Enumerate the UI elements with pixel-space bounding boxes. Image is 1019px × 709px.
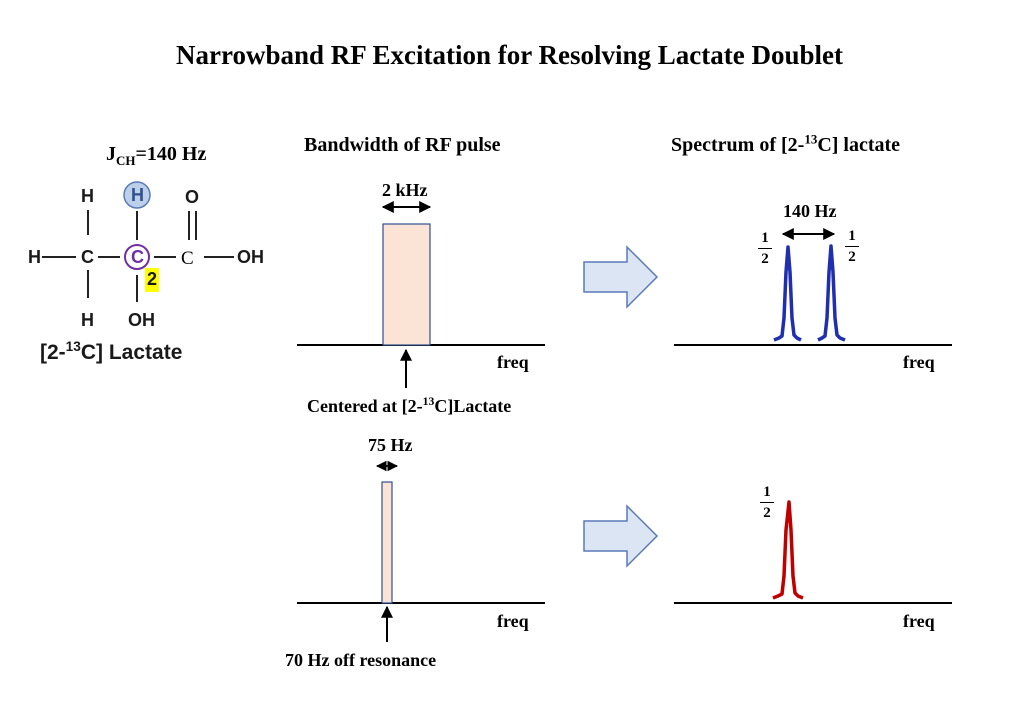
fraction-numerator: 1: [848, 228, 856, 244]
right-peak-fraction: 1 2: [844, 228, 860, 265]
single-peak-fraction: 1 2: [759, 484, 775, 521]
bottom-spectrum-plot: [674, 500, 952, 604]
h-highlight-circle: [123, 181, 151, 209]
atom-h-left: H: [28, 247, 41, 267]
top-rf-pulse-bar: [382, 223, 431, 346]
fraction-bar: [845, 246, 859, 247]
bottom-rf-pulse-plot: [297, 460, 545, 642]
position-label: 2: [147, 269, 158, 289]
single-peak: [772, 500, 804, 600]
molecule-name: [2-13C] Lactate: [40, 339, 183, 364]
doublet-peak-left: [773, 245, 802, 342]
fraction-numerator: 1: [763, 484, 771, 500]
bottom-rf-axis-label: freq: [497, 611, 529, 631]
top-bandwidth-label: 2 kHz: [382, 180, 428, 200]
bottom-offset-label: 70 Hz off resonance: [285, 650, 437, 670]
position-highlight: [145, 268, 159, 292]
doublet-peak-right: [817, 244, 846, 342]
c-highlight-circle: [124, 244, 150, 270]
bottom-spectrum-axis-label: freq: [903, 611, 935, 631]
atom-c-right: C: [181, 248, 194, 269]
top-flow-arrow: [583, 245, 659, 309]
top-spectrum-axis-label: freq: [903, 352, 935, 372]
fraction-bar: [760, 502, 774, 503]
atom-h-top-center: H: [131, 185, 144, 205]
atom-c-center: C: [131, 247, 144, 267]
left-peak-fraction: 1 2: [757, 230, 773, 267]
spectrum-heading: Spectrum of [2-13C] lactate: [671, 131, 901, 156]
bottom-flow-arrow: [583, 504, 659, 568]
rf-heading: Bandwidth of RF pulse: [304, 134, 501, 156]
molecule-bonds: [42, 210, 234, 302]
atom-oh-bottom: OH: [128, 310, 155, 330]
slide-title: Narrowband RF Excitation for Resolving L…: [176, 40, 843, 70]
fraction-bar: [758, 248, 772, 249]
top-rf-axis-label: freq: [497, 352, 529, 372]
fraction-denominator: 2: [761, 251, 769, 267]
atom-h-bottom: H: [81, 310, 94, 330]
coupling-constant: JCH=140 Hz: [106, 143, 207, 168]
top-center-label: Centered at [2-13C]Lactate: [307, 395, 512, 416]
splitting-label: 140 Hz: [783, 201, 837, 221]
fraction-numerator: 1: [761, 230, 769, 246]
atom-c-left: C: [81, 247, 94, 267]
top-spectrum-plot: [674, 228, 952, 346]
fraction-denominator: 2: [848, 249, 856, 265]
atom-h-top-left: H: [81, 186, 94, 206]
atom-o-top: O: [185, 187, 200, 207]
top-rf-pulse-plot: [297, 201, 545, 388]
bottom-bandwidth-label: 75 Hz: [368, 435, 413, 455]
fraction-denominator: 2: [763, 505, 771, 521]
bottom-rf-pulse-bar: [381, 481, 393, 604]
atom-oh-right: OH: [237, 247, 264, 267]
